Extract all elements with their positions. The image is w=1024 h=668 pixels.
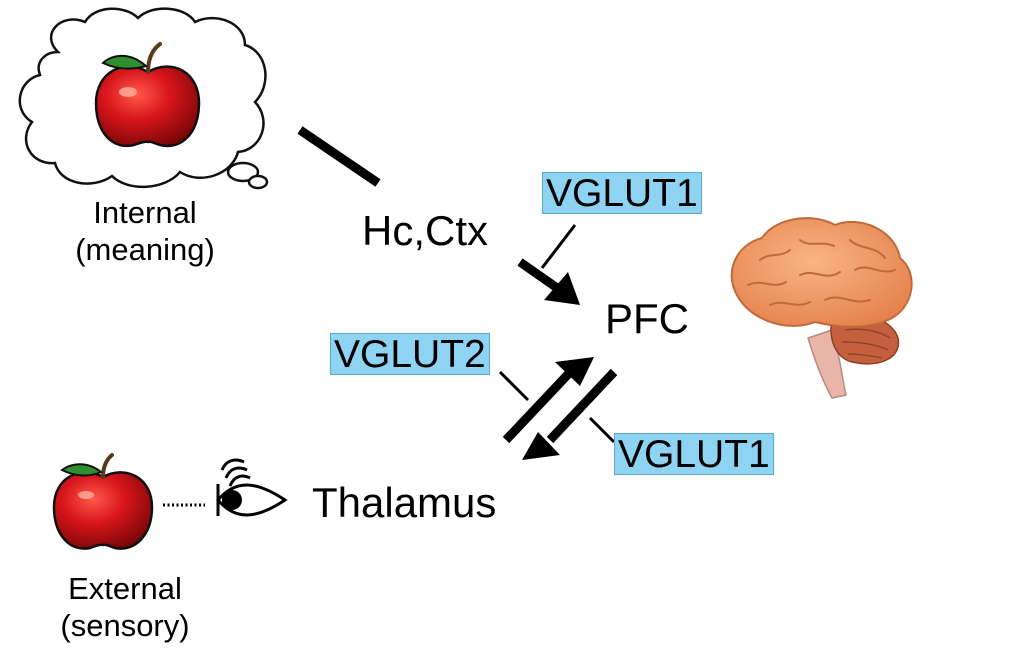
pfc-to-thalamus-arrow: [546, 368, 618, 444]
thalamus-label: Thalamus: [312, 479, 497, 526]
internal-to-hc-line: [297, 126, 381, 187]
external-label-line1: External: [68, 571, 182, 606]
vglut1-top-connector: [540, 224, 577, 269]
hc-to-pfc-arrowhead: [544, 272, 580, 305]
thalamus-to-pfc-arrow: [502, 364, 578, 444]
hc-to-pfc-arrow: [517, 258, 563, 294]
external-label-line2: (sensory): [60, 608, 190, 643]
external-apple-icon: [52, 453, 154, 550]
vglut1-top-tag: VGLUT1: [542, 172, 702, 214]
external-label: External (sensory): [30, 573, 220, 641]
pfc-label: PFC: [605, 295, 689, 342]
eye-icon: [216, 458, 288, 517]
internal-label-line2: (meaning): [75, 232, 215, 267]
internal-label-line1: Internal: [93, 195, 197, 230]
internal-apple-icon: [94, 42, 201, 148]
thalamus-to-pfc-arrowhead: [555, 357, 594, 386]
vglut2-tag: VGLUT2: [330, 333, 490, 375]
vglut1-bottom-tag: VGLUT1: [614, 433, 774, 475]
pfc-to-thalamus-arrowhead: [522, 432, 560, 460]
internal-label: Internal (meaning): [50, 197, 240, 265]
vglut2-connector: [498, 370, 530, 402]
vglut1-bottom-connector: [588, 416, 616, 444]
hc-ctx-label: Hc,Ctx: [362, 207, 488, 254]
brain-icon: [730, 217, 913, 399]
